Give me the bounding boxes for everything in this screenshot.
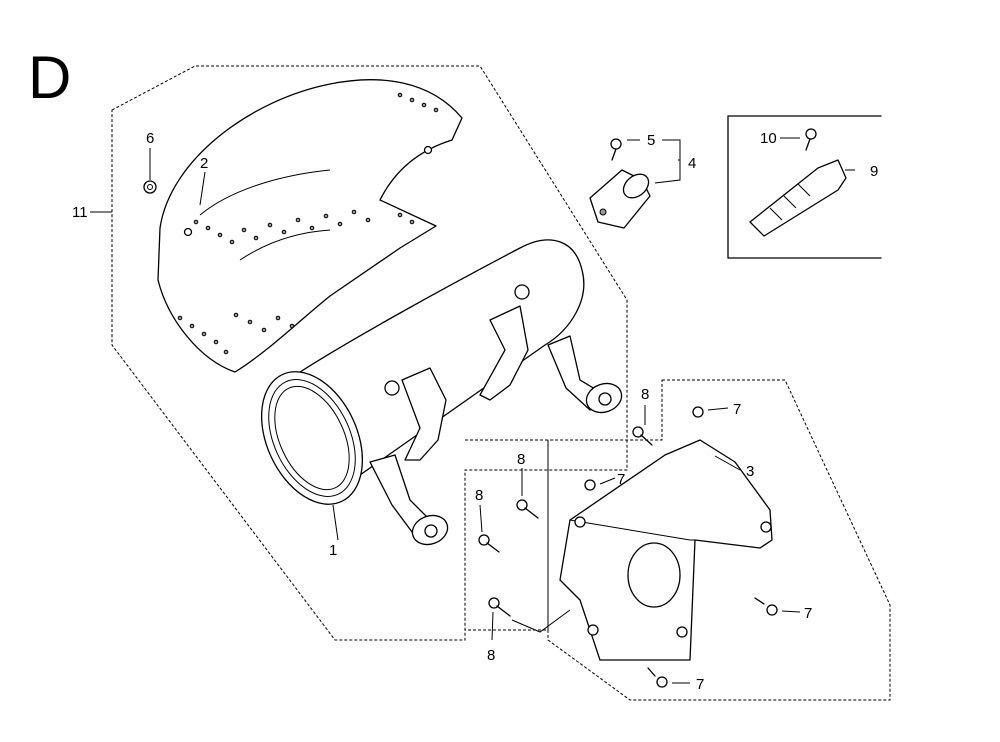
callout-8-a: 8 [641, 386, 649, 403]
assembly-11-outline [111, 65, 628, 641]
bracket-group-outline [547, 379, 891, 701]
bolt-8-d [488, 597, 511, 617]
protector-perforations [177, 92, 439, 355]
screw-5 [610, 138, 622, 161]
spark-arrester-4 [589, 169, 651, 229]
callout-7-c: 7 [804, 605, 812, 622]
spark-arrester-9 [749, 159, 847, 237]
callout-2: 2 [200, 155, 208, 172]
callout-7-a: 7 [733, 401, 741, 418]
bolt-8-b [516, 499, 539, 519]
muffler-protector [157, 79, 463, 373]
nut-7-b [584, 479, 596, 491]
leader-lines [90, 137, 855, 684]
inset-box-9-10 [727, 115, 882, 259]
screw-10 [805, 128, 817, 151]
callout-8-b: 8 [517, 451, 525, 468]
callout-7-d: 7 [696, 676, 704, 693]
nut-6 [143, 180, 157, 194]
callout-4: 4 [688, 155, 696, 172]
muffler-bracket [559, 439, 773, 661]
callout-6: 6 [146, 130, 154, 147]
bolt-7-d [647, 667, 668, 688]
bolt-8-c [478, 534, 500, 553]
bolt-7-c [754, 597, 778, 616]
callout-1: 1 [329, 542, 337, 559]
callout-5: 5 [647, 132, 655, 149]
bolt-group-outline [465, 439, 549, 631]
callout-8-c: 8 [475, 487, 483, 504]
section-letter: D [28, 44, 71, 111]
muffler [260, 239, 623, 546]
callout-7-b: 7 [617, 471, 625, 488]
callout-3: 3 [746, 463, 754, 480]
callout-10: 10 [760, 130, 777, 147]
callout-9: 9 [870, 163, 878, 180]
bolt-8-a [632, 426, 653, 446]
nut-7-a [692, 406, 704, 418]
callout-11: 11 [72, 204, 88, 221]
callout-labels: 6 2 11 1 5 4 10 9 3 8 7 7 7 7 8 8 8 [72, 130, 878, 693]
callout-8-d: 8 [487, 647, 495, 664]
